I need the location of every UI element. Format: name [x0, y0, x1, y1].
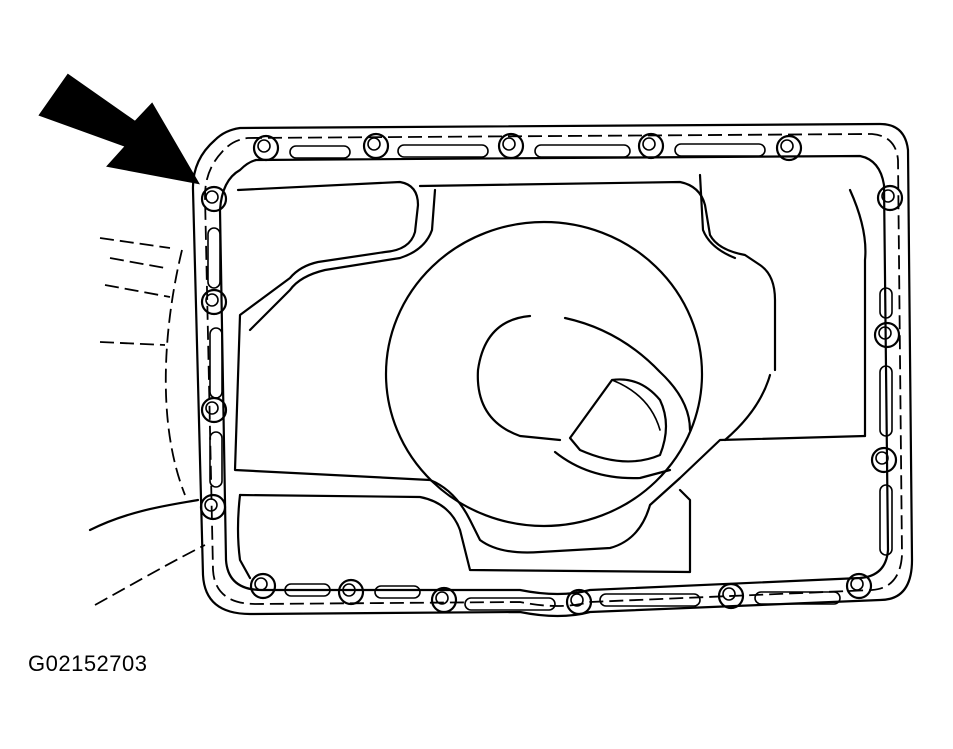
figure-code: G02152703: [28, 651, 148, 676]
flange-slots: [207, 143, 893, 611]
pan-flange: [191, 122, 914, 618]
pan-body: [233, 173, 867, 580]
background-outline: [88, 237, 206, 606]
filter-dome: [384, 220, 704, 528]
bolt-icon: [199, 132, 904, 616]
arrow-pointer-icon: [38, 73, 200, 185]
